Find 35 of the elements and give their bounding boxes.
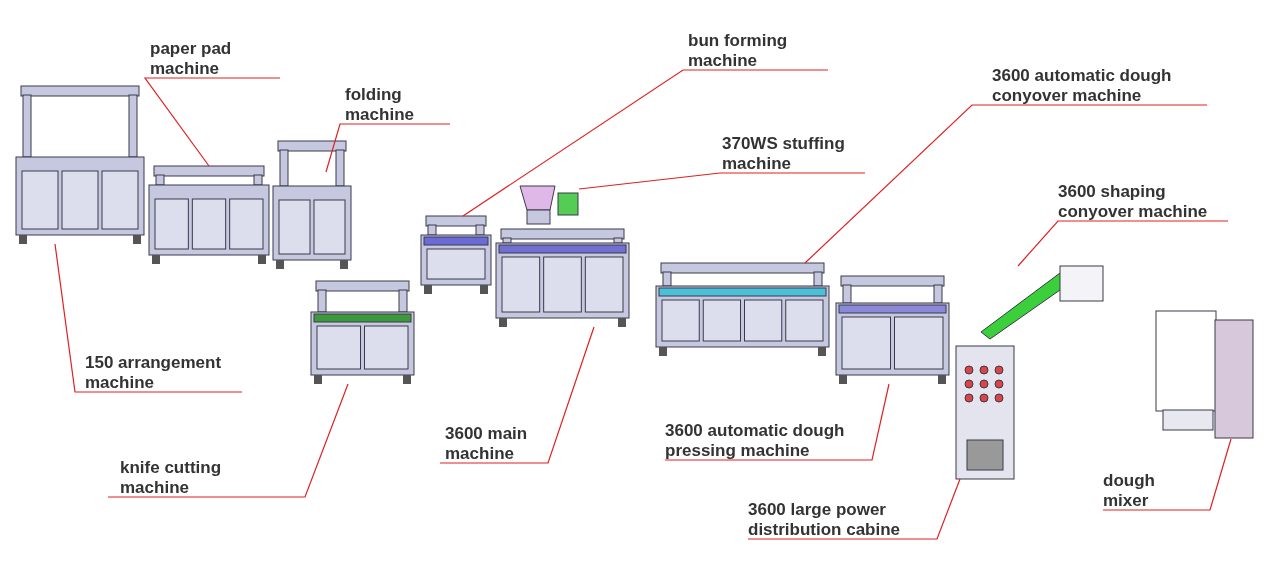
folding-machine-drawing bbox=[272, 140, 352, 270]
pressing-machine-drawing bbox=[835, 275, 950, 385]
arrangement-machine-drawing bbox=[15, 85, 145, 245]
leader-line bbox=[1102, 438, 1232, 511]
leader-line bbox=[143, 77, 281, 167]
callout-label: folding machine bbox=[340, 85, 450, 125]
callout-label: 370WS stuffing machine bbox=[720, 134, 865, 174]
leader-line bbox=[107, 383, 349, 498]
callout-label: 150 arrangement machine bbox=[75, 353, 242, 393]
callout-label: 3600 shaping conyover machine bbox=[1058, 182, 1228, 222]
leader-line bbox=[664, 383, 890, 461]
conveyor-machine-drawing bbox=[655, 262, 830, 357]
bun-forming-machine-drawing bbox=[420, 215, 492, 295]
shaping-conveyor-drawing bbox=[980, 265, 1105, 340]
callout-label: bun forming machine bbox=[683, 31, 828, 71]
leader-line bbox=[54, 243, 243, 393]
main-machine-drawing bbox=[495, 228, 630, 328]
callout-label: paper pad machine bbox=[145, 39, 280, 79]
knife-cutting-machine-drawing bbox=[310, 280, 415, 385]
callout-label: knife cutting machine bbox=[108, 458, 305, 498]
leader-line bbox=[747, 478, 961, 540]
callout-label: dough mixer bbox=[1103, 471, 1210, 511]
leader-line bbox=[804, 104, 1208, 264]
leader-line bbox=[1017, 220, 1229, 267]
callout-label: 3600 large power distribution cabine bbox=[748, 500, 937, 540]
callout-label: 3600 automatic dough conyover machine bbox=[972, 66, 1207, 106]
leader-line bbox=[439, 326, 595, 464]
paper-pad-machine-drawing bbox=[148, 165, 270, 265]
leader-line bbox=[578, 172, 866, 190]
dough-mixer-drawing bbox=[1155, 310, 1255, 440]
leader-line bbox=[462, 69, 829, 217]
distribution-cabinet-drawing bbox=[955, 345, 1015, 480]
callout-label: 3600 automatic dough pressing machine bbox=[665, 421, 872, 461]
leader-line bbox=[325, 123, 451, 173]
callout-label: 3600 main machine bbox=[440, 424, 548, 464]
